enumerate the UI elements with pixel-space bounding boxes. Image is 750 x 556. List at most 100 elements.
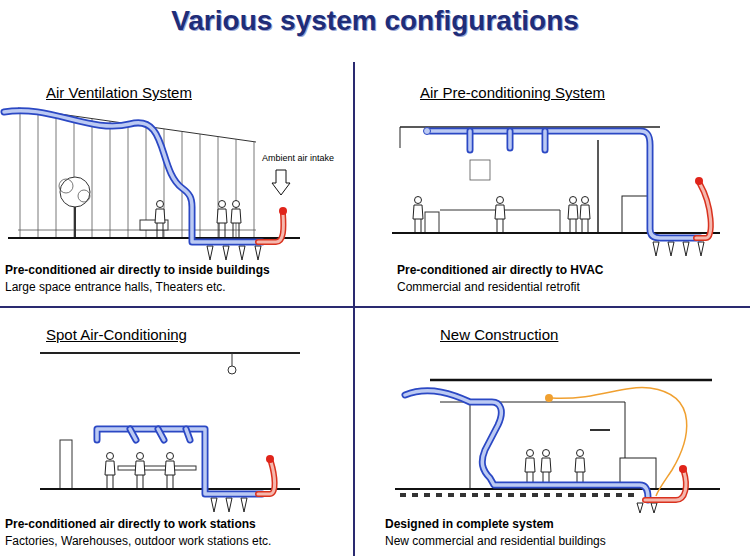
description-text: Factories, Warehouses, outdoor work stat…: [5, 534, 271, 549]
construction-illustration: [400, 493, 640, 497]
preconditioning-illustration: [622, 196, 648, 233]
preconditioning-illustration: [580, 197, 590, 234]
description-bold: Pre-conditioned air directly to inside b…: [5, 263, 270, 278]
spot-illustration: [130, 429, 190, 440]
spot-illustration: [228, 366, 236, 374]
construction-illustration: [590, 429, 610, 431]
panel-divider: [0, 306, 750, 308]
description-text: Large space entrance halls, Theaters etc…: [5, 280, 226, 295]
spot-illustration: [165, 453, 175, 490]
label-slot: New Construction: [440, 326, 558, 344]
panel-heading: New Construction: [440, 326, 558, 344]
panel-heading: Spot Air-Conditioning: [46, 326, 187, 344]
label-slot: Pre-conditioned air directly to HVAC: [397, 263, 603, 278]
spot-illustration: [60, 440, 72, 489]
preconditioning-illustration: [424, 128, 431, 135]
preconditioning-illustration: [668, 242, 674, 256]
description-bold: Designed in complete system: [385, 517, 554, 532]
preconditioning-illustration: [430, 131, 700, 238]
ventilation-illustration: [272, 170, 290, 195]
panel-divider: [353, 62, 355, 556]
preconditioning-illustration: [430, 131, 700, 238]
description-bold: Pre-conditioned air directly to work sta…: [5, 517, 256, 532]
spot-illustration: [258, 462, 275, 494]
preconditioning-illustration: [470, 160, 490, 180]
preconditioning-illustration: [470, 131, 545, 150]
construction-illustration: [637, 503, 643, 513]
ventilation-illustration: [60, 177, 90, 207]
description-text: New commercial and residential buildings: [385, 534, 606, 549]
preconditioning-illustration: [696, 184, 711, 238]
construction-illustration: [679, 465, 687, 473]
spot-illustration: [258, 462, 275, 494]
construction-illustration: [552, 388, 687, 496]
panel-heading: Air Ventilation System: [46, 84, 192, 102]
construction-illustration: [525, 450, 535, 487]
construction-illustration: [545, 394, 553, 402]
construction-illustration: [405, 391, 648, 500]
panel-divider: [0, 62, 750, 556]
preconditioning-illustration: [597, 140, 599, 233]
preconditioning-illustration: [696, 184, 711, 238]
spot-illustration: [135, 453, 145, 490]
preconditioning-illustration: [425, 212, 439, 233]
label-slot: Large space entrance halls, Theaters etc…: [5, 280, 226, 295]
ventilation-illustration: [217, 201, 227, 238]
spot-illustration: [241, 498, 247, 512]
ventilation-illustration: [258, 214, 283, 242]
preconditioning-illustration: [568, 197, 578, 234]
spot-illustration: [105, 453, 115, 490]
ventilation-illustration: [74, 205, 76, 238]
construction-illustration: [395, 380, 720, 513]
construction-illustration: [470, 402, 625, 489]
page-title: Various system configurations: [0, 4, 750, 38]
spot-illustration: [40, 353, 300, 512]
spot-illustration: [97, 429, 262, 494]
ventilation-illustration: [207, 246, 213, 260]
ventilation-illustration: [255, 246, 261, 260]
preconditioning-illustration: [695, 177, 703, 185]
ventilation-illustration: [155, 201, 165, 238]
label-slot: New commercial and residential buildings: [385, 534, 606, 549]
preconditioning-illustration: [392, 232, 720, 234]
label-slot: Air Pre-conditioning System: [420, 84, 605, 102]
construction-illustration: [645, 472, 686, 500]
preconditioning-illustration: [392, 127, 720, 256]
label-slot: Spot Air-Conditioning: [46, 326, 187, 344]
panel-heading: Air Pre-conditioning System: [420, 84, 605, 102]
label-slot: Commercial and residential retrofit: [397, 280, 580, 295]
ventilation-illustration: [59, 179, 73, 193]
label-slot: Factories, Warehouses, outdoor work stat…: [5, 534, 271, 549]
preconditioning-illustration: [470, 131, 545, 150]
preconditioning-illustration: [698, 242, 704, 256]
spot-illustration: [232, 353, 233, 366]
preconditioning-illustration: [495, 197, 505, 234]
note-label: Ambient air intake: [262, 153, 334, 164]
ventilation-illustration: [4, 111, 262, 242]
label-slot: Designed in complete system: [385, 517, 554, 532]
construction-illustration: [645, 472, 686, 500]
ventilation-illustration: [20, 108, 254, 238]
preconditioning-illustration: [413, 197, 423, 234]
construction-illustration: [575, 450, 585, 487]
label-slot: Pre-conditioned air directly to inside b…: [5, 263, 270, 278]
label-slot: Ambient air intake: [262, 153, 334, 164]
spot-illustration: [266, 455, 274, 463]
preconditioning-illustration: [400, 127, 401, 148]
construction-illustration: [541, 450, 551, 487]
construction-illustration: [405, 391, 648, 500]
spot-illustration: [130, 429, 190, 440]
ventilation-illustration: [4, 108, 300, 260]
spot-illustration: [226, 498, 232, 512]
label-slot: Pre-conditioned air directly to work sta…: [5, 517, 256, 532]
construction-illustration: [651, 503, 657, 513]
ventilation-illustration: [18, 230, 256, 231]
title-slot: Various system configurations: [0, 4, 750, 38]
spot-illustration: [97, 429, 262, 494]
spot-illustration: [118, 466, 196, 470]
ventilation-illustration: [279, 207, 287, 215]
spot-illustration: [40, 352, 300, 354]
description-bold: Pre-conditioned air directly to HVAC: [397, 263, 603, 278]
